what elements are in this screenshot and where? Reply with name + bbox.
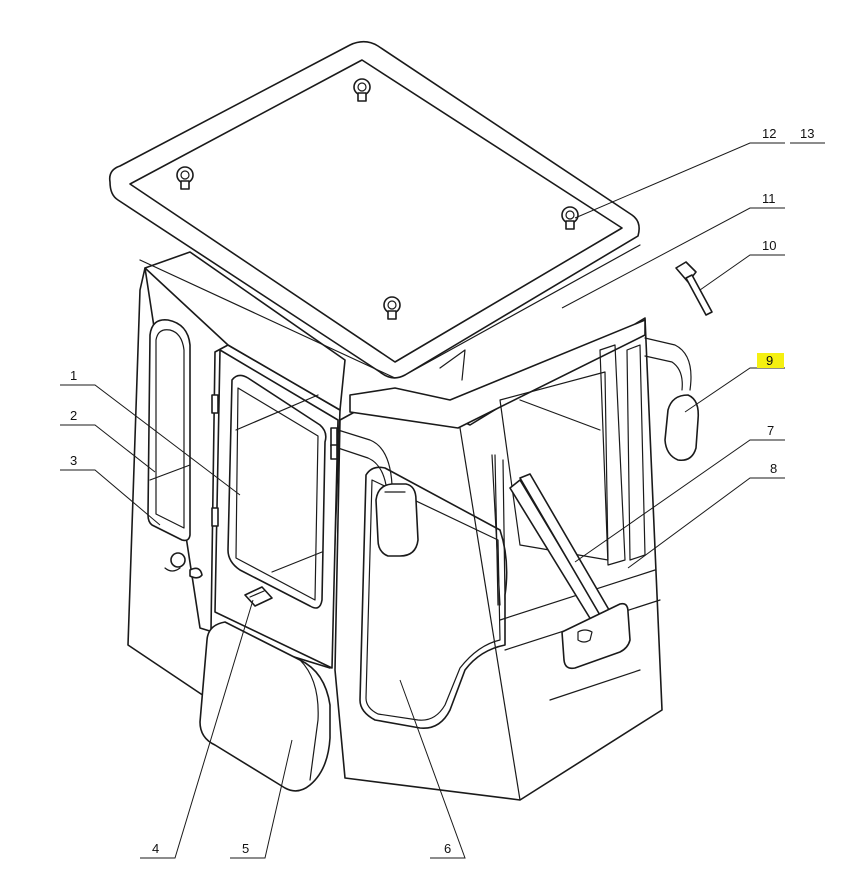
- right-mirror: [644, 337, 700, 462]
- cab-roof: [108, 40, 641, 379]
- callout-1: 1: [70, 368, 77, 383]
- door-knob: [164, 552, 203, 579]
- cab-door: [211, 349, 339, 669]
- callout-7: 7: [767, 423, 774, 438]
- lifting-eye-2: [176, 166, 194, 190]
- callout-11: 11: [762, 191, 776, 206]
- fender-box: [199, 621, 331, 792]
- lifting-eye-3: [561, 206, 579, 230]
- callout-8: 8: [770, 461, 777, 476]
- callout-13: 13: [800, 126, 814, 141]
- left-mirror: [337, 429, 419, 557]
- callout-3: 3: [70, 453, 77, 468]
- lifting-eye-1: [353, 78, 371, 102]
- control-lever: [509, 473, 631, 670]
- callout-9-highlight: [757, 353, 784, 368]
- bolt: [675, 261, 713, 316]
- door-handle: [244, 586, 273, 607]
- callout-2: 2: [70, 408, 77, 423]
- lifting-eye-4: [383, 296, 401, 320]
- lifting-eyes: [176, 78, 579, 320]
- callout-9: 9: [766, 353, 773, 368]
- wiper: [491, 454, 501, 606]
- callout-6: 6: [444, 841, 451, 856]
- callout-leaders: [60, 142, 825, 859]
- callout-labels: 1 2 3 4 5 6 7 8 9 10 11 12 13: [70, 126, 814, 856]
- callout-4: 4: [152, 841, 159, 856]
- callout-5: 5: [242, 841, 249, 856]
- callout-10: 10: [762, 238, 776, 253]
- rear-window: [147, 318, 191, 542]
- callout-12: 12: [762, 126, 776, 141]
